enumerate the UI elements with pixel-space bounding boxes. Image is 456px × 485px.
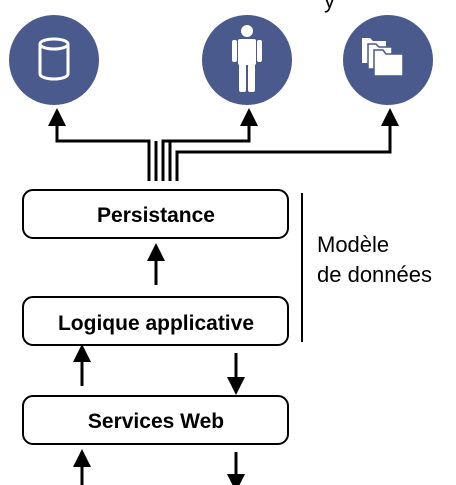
connector-to-database: [48, 108, 151, 181]
user-icon: [202, 15, 292, 105]
logique-applicative-label: Logique applicative: [58, 312, 254, 335]
persistance-label: Persistance: [97, 204, 215, 227]
services-web-box: Services Web: [22, 395, 289, 445]
database-icon: [9, 15, 99, 105]
connector-to-folders: [175, 108, 399, 181]
folders-icon: [343, 15, 433, 105]
logique-applicative-box: Logique applicative: [22, 296, 289, 346]
data-model-label-line1: Modèle: [317, 232, 389, 257]
persistance-box: Persistance: [22, 189, 289, 239]
data-model-label-line2: de données: [317, 262, 432, 287]
services-web-label: Services Web: [88, 410, 224, 433]
top-caption: y: [324, 0, 335, 13]
connector-to-user: [161, 108, 258, 181]
